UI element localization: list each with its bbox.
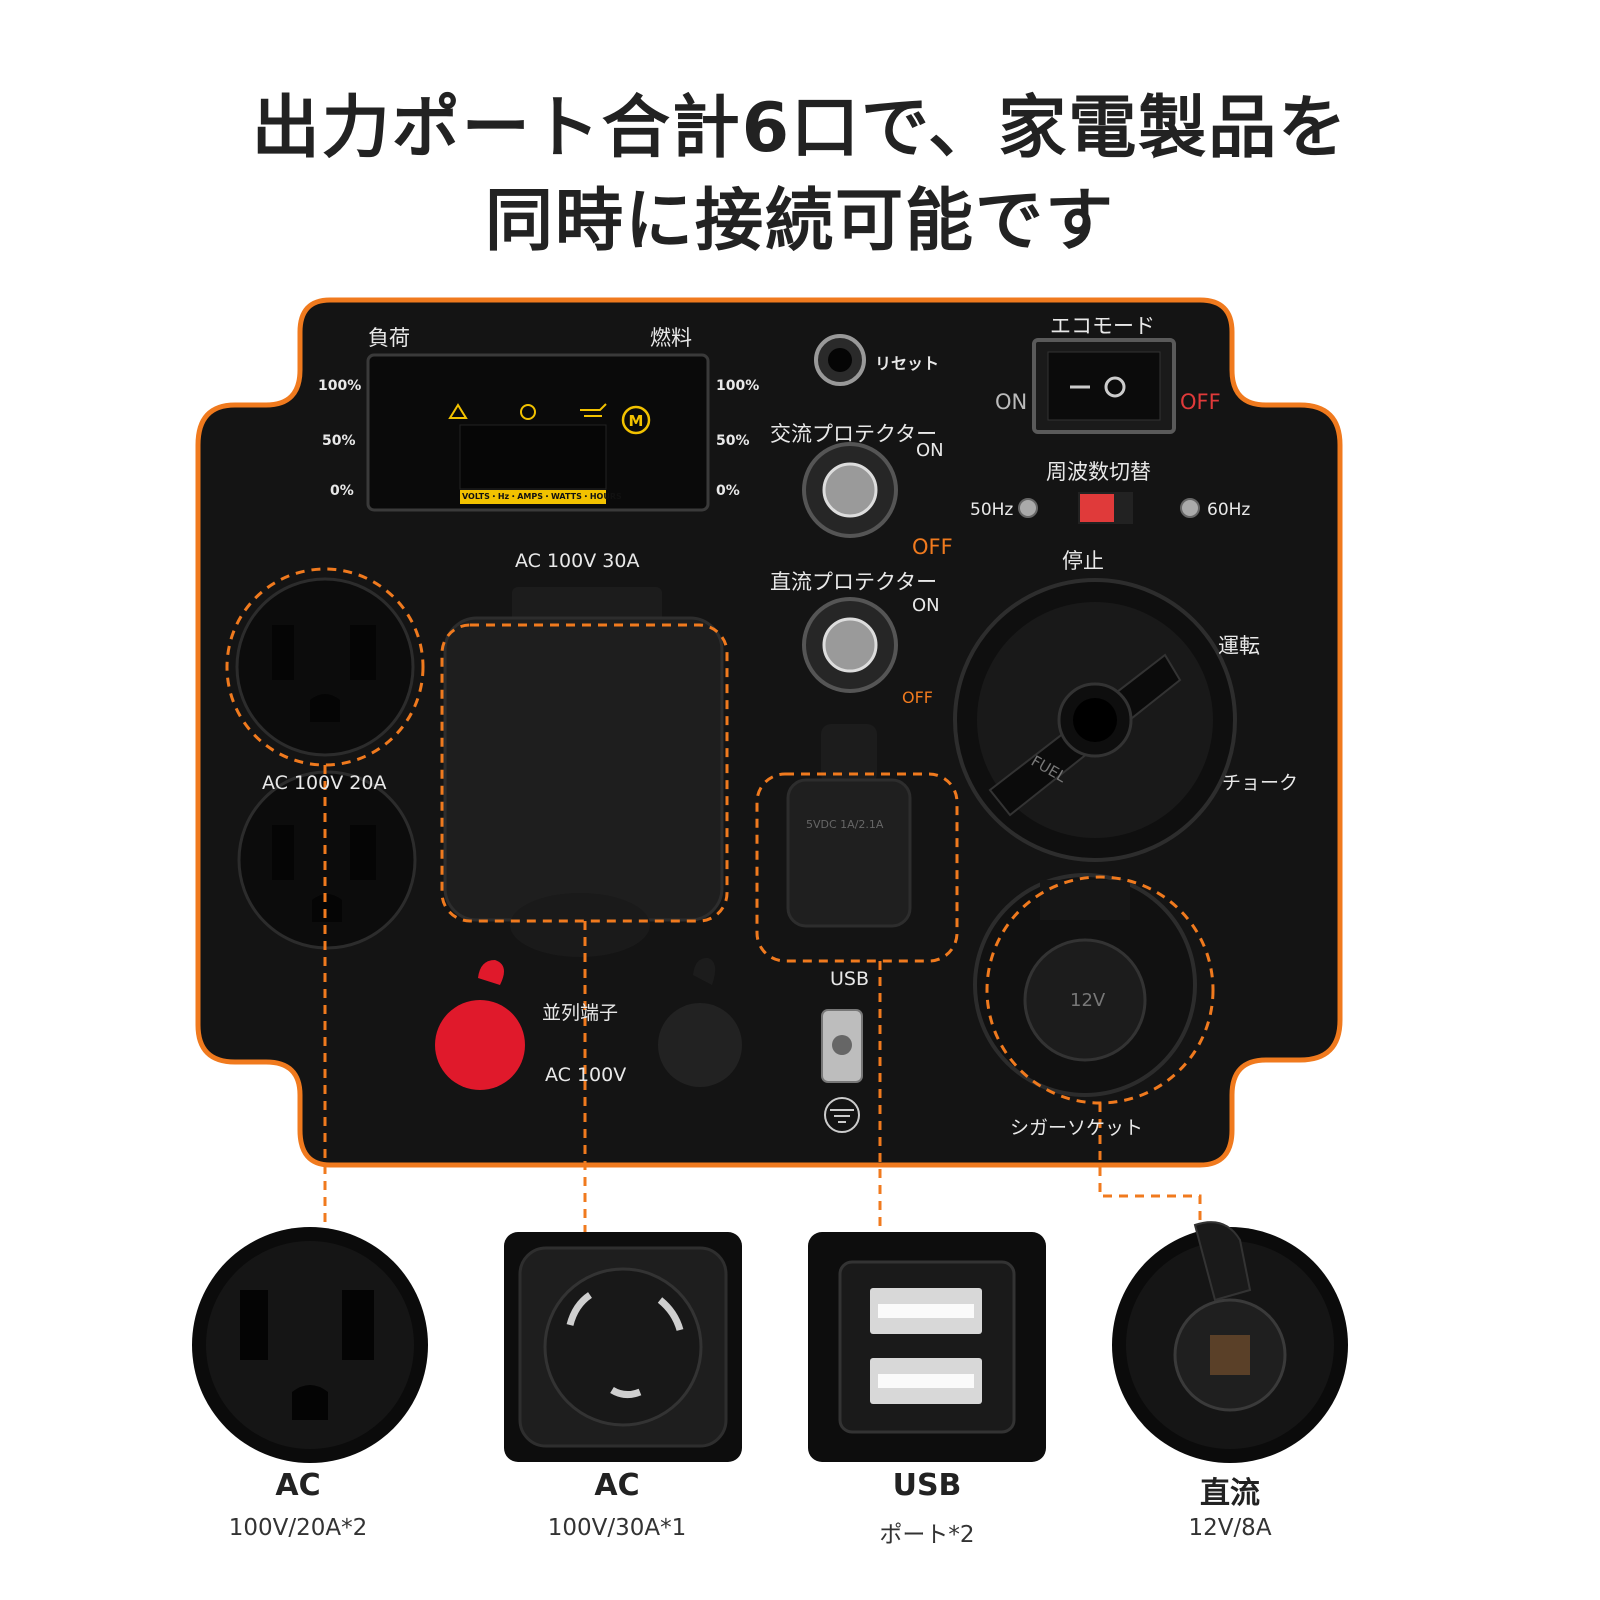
parallel-terminal-red (435, 960, 525, 1090)
reset-button (814, 334, 866, 386)
load-scale-0: 0% (330, 483, 354, 499)
port-usb-title: USB (892, 1468, 962, 1503)
eco-on-label: ON (995, 390, 1028, 414)
detail-usb-ports (808, 1232, 1046, 1462)
usb-cover-text: 5VDC 1A/2.1A (806, 818, 884, 831)
meter-display: M (366, 353, 710, 512)
detail-ac20-outlet (192, 1227, 428, 1463)
port-dc-title: 直流 (1200, 1476, 1260, 1511)
freq-50-label: 50Hz (970, 500, 1014, 520)
fuel-label: 燃料 (650, 326, 692, 350)
port-ac30-sub: 100V/30A*1 (547, 1515, 687, 1541)
stop-label: 停止 (1062, 549, 1104, 573)
ground-icon (824, 1097, 860, 1133)
oil-icon (580, 403, 607, 417)
callout-ac20 (225, 567, 425, 767)
svg-text:M: M (629, 412, 644, 430)
eco-off-label: OFF (1180, 390, 1221, 414)
dc-protector-label: 直流プロテクター (770, 570, 938, 594)
frequency-switch (1018, 492, 1200, 524)
eco-mode-switch (1032, 338, 1176, 434)
port-ac30-title: AC (594, 1468, 640, 1503)
maintenance-icon (621, 405, 651, 435)
run-label: 運転 (1218, 634, 1260, 658)
callout-usb (755, 772, 959, 963)
cigar-socket-label: シガーソケット (1010, 1117, 1144, 1139)
ac30-label: AC 100V 30A (515, 550, 640, 572)
overload-icon (520, 404, 536, 420)
warning-icon (448, 403, 468, 419)
fuel-scale-50: 50% (716, 433, 750, 449)
display-strip-label: VOLTS・Hz・AMPS・WATTS・HOURS (462, 492, 622, 501)
port-ac20-sub: 100V/20A*2 (228, 1515, 368, 1541)
port-ac20-title: AC (275, 1468, 321, 1503)
dc-protector-off: OFF (902, 688, 933, 707)
freq-60-label: 60Hz (1207, 500, 1251, 520)
display-label-strip (460, 490, 606, 504)
load-scale-100: 100% (318, 378, 362, 394)
usb-port-cover (786, 724, 912, 928)
parallel-ac-label: AC 100V (545, 1064, 627, 1086)
detail-ac30-outlet (504, 1232, 742, 1462)
callout-highlights (225, 567, 1215, 1232)
ac-30a-outlet-cover (443, 587, 724, 957)
ac-protector-button (802, 442, 898, 538)
parallel-terminal-label: 並列端子 (542, 1002, 619, 1024)
ground-terminal (821, 1009, 863, 1133)
detail-cigar-socket (1112, 1221, 1348, 1463)
ac-20a-outlet-bottom (237, 770, 417, 950)
eco-mode-label: エコモード (1050, 314, 1155, 338)
ac-protector-off: OFF (912, 535, 953, 559)
port-dc-sub: 12V/8A (1188, 1515, 1272, 1541)
usb-label: USB (830, 968, 870, 990)
freq-switch-label: 周波数切替 (1046, 460, 1151, 484)
cigar-socket (973, 873, 1197, 1097)
dc-protector-button (802, 597, 898, 693)
choke-label: チョーク (1222, 772, 1299, 794)
fuel-scale-100: 100% (716, 378, 760, 394)
engine-switch-dial (953, 578, 1237, 862)
load-label: 負荷 (368, 326, 410, 350)
headline-line-1: 出力ポート合計6口で、家電製品を (251, 89, 1349, 168)
reset-label: リセット (875, 354, 940, 373)
headline-line-2: 同時に接続可能です (484, 182, 1115, 261)
load-scale-50: 50% (322, 433, 356, 449)
cigar-socket-text: 12V (1070, 990, 1106, 1011)
ac-protector-on: ON (916, 440, 944, 461)
parallel-terminal-black (658, 957, 742, 1087)
fuel-scale-0: 0% (716, 483, 740, 499)
callout-ac30 (440, 623, 729, 923)
port-usb-sub: ポート*2 (879, 1522, 975, 1548)
dc-protector-on: ON (912, 595, 940, 616)
ac-20a-outlet-top (235, 577, 415, 757)
ac20-label: AC 100V 20A (262, 772, 387, 794)
ac-protector-label: 交流プロテクター (770, 422, 938, 446)
